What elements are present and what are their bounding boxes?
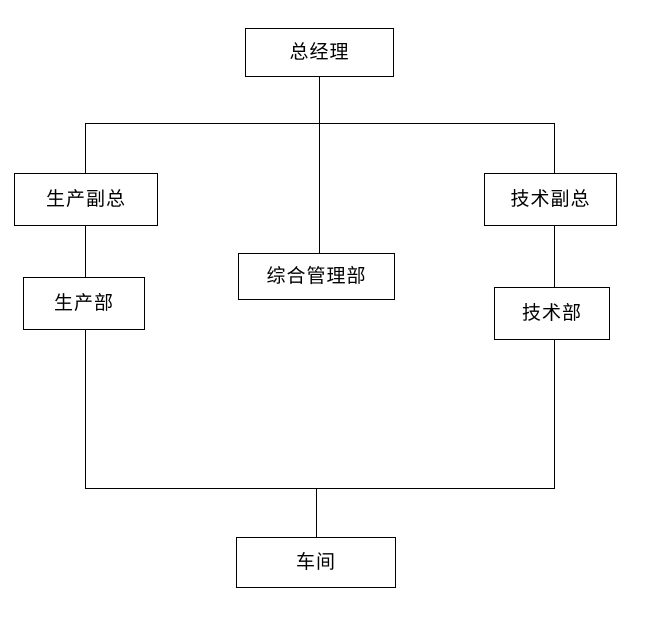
connector-bus-to-technical-vp — [554, 123, 555, 173]
node-label-workshop: 车间 — [295, 552, 336, 573]
connector-production-vp-to-dept — [85, 226, 86, 277]
connector-bottom-bus-to-workshop — [316, 488, 317, 537]
connector-gm-trunk — [319, 77, 320, 253]
node-general-management-dept[interactable]: 综合管理部 — [238, 253, 395, 300]
node-production-vp[interactable]: 生产副总 — [14, 173, 158, 226]
connector-bus-to-production-vp — [85, 123, 86, 173]
node-label-production-dept: 生产部 — [53, 293, 114, 314]
connector-top-bus — [85, 123, 555, 124]
node-production-dept[interactable]: 生产部 — [23, 277, 145, 330]
connector-technical-dept-to-bottom-bus — [554, 340, 555, 488]
node-workshop[interactable]: 车间 — [236, 537, 396, 588]
node-label-technical-vp: 技术副总 — [510, 189, 591, 210]
node-label-technical-dept: 技术部 — [521, 303, 582, 324]
node-label-general-manager: 总经理 — [289, 42, 350, 63]
connector-technical-vp-to-dept — [554, 226, 555, 287]
node-general-manager[interactable]: 总经理 — [245, 28, 394, 77]
connector-production-dept-to-bottom-bus — [85, 330, 86, 488]
node-technical-vp[interactable]: 技术副总 — [484, 173, 617, 226]
node-technical-dept[interactable]: 技术部 — [494, 287, 610, 340]
node-label-production-vp: 生产副总 — [45, 189, 126, 210]
node-label-general-management-dept: 综合管理部 — [266, 266, 367, 287]
connector-bottom-bus — [85, 488, 555, 489]
